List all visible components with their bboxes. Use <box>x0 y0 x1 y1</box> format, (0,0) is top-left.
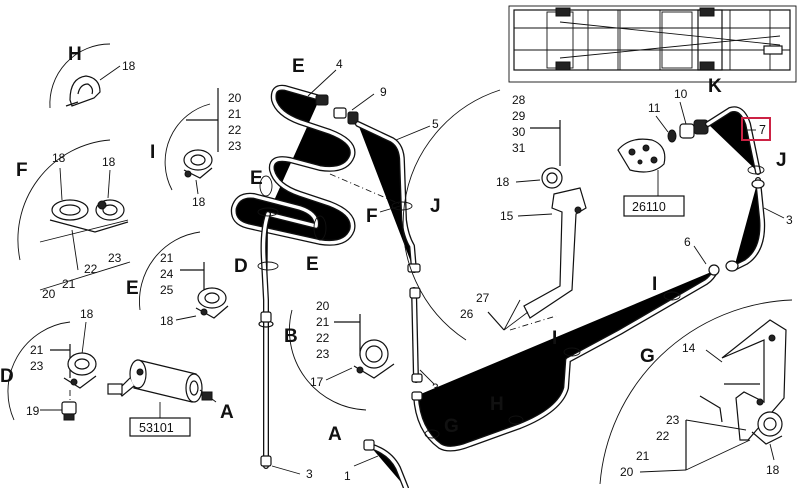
label-21-f: 21 <box>62 277 76 291</box>
letter-g-low: G <box>444 416 459 437</box>
label-18-h: 18 <box>122 59 136 73</box>
label-28: 28 <box>512 93 526 107</box>
label-6: 6 <box>684 235 691 249</box>
letter-i-left: I <box>150 142 155 163</box>
label-21-b: 21 <box>316 315 330 329</box>
letter-b-pipe: B <box>284 326 298 347</box>
label-17-b: 17 <box>310 375 324 389</box>
label-18-e: 18 <box>160 314 174 328</box>
label-25-e: 25 <box>160 283 174 297</box>
label-10: 10 <box>674 87 688 101</box>
label-18-g: 18 <box>766 463 780 477</box>
clamp-b-detail: 20 21 22 23 17 <box>288 299 395 411</box>
label-18-d: 18 <box>80 307 94 321</box>
label-1: 1 <box>344 469 351 483</box>
fuel-filter-53101: A 53101 <box>107 359 234 437</box>
pipe-3-g-h: 3 G H I I 6 <box>409 235 720 449</box>
label-31: 31 <box>512 141 526 155</box>
pipe-coil-e: E E D E 4 3 B <box>234 56 353 481</box>
label-19-d: 19 <box>26 404 40 418</box>
box-7: 7 <box>759 123 766 137</box>
letter-e-left: E <box>126 278 139 299</box>
label-29: 29 <box>512 109 526 123</box>
letter-d-pipe: D <box>234 256 248 277</box>
label-23-i: 23 <box>228 139 242 153</box>
label-23-d: 23 <box>30 359 44 373</box>
letter-i-low: I <box>552 328 557 349</box>
label-9: 9 <box>380 85 387 99</box>
label-22-g: 22 <box>656 429 670 443</box>
label-30: 30 <box>512 125 526 139</box>
label-5: 5 <box>432 117 439 131</box>
bracket-g-detail: G 14 18 23 22 21 20 <box>599 299 793 485</box>
label-3-a: 3 <box>306 467 313 481</box>
k-fittings-detail: K 11 10 7 J 3 26110 <box>617 76 793 272</box>
chassis-thumbnail <box>508 5 797 83</box>
label-20-g: 20 <box>620 465 634 479</box>
label-20-b: 20 <box>316 299 330 313</box>
letter-a-pipe: A <box>328 424 342 445</box>
label-22-f: 22 <box>84 262 98 276</box>
label-18-i: 18 <box>192 195 206 209</box>
label-20-i: 20 <box>228 91 242 105</box>
letter-e-pipe-mid: E <box>250 168 263 189</box>
pipe-1-a: A 1 <box>328 424 406 488</box>
letter-f-left: F <box>16 160 28 181</box>
label-15: 15 <box>500 209 514 223</box>
label-23-f: 23 <box>108 251 122 265</box>
bracket-j-detail: J 28 29 30 31 18 15 27 26 <box>402 89 587 341</box>
letter-k-top: K <box>708 76 722 97</box>
label-22-i: 22 <box>228 123 242 137</box>
clamp-d-detail: D 18 21 23 19 <box>0 307 97 421</box>
label-21-e: 21 <box>160 251 174 265</box>
label-24-e: 24 <box>160 267 174 281</box>
letter-a-part: A <box>220 402 234 423</box>
label-23-g: 23 <box>666 413 680 427</box>
letter-e-pipe-low: E <box>306 254 319 275</box>
label-21-d: 21 <box>30 343 44 357</box>
letter-j-mid: J <box>430 196 441 217</box>
box-53101: 53101 <box>139 421 174 435</box>
letter-e-pipe-top: E <box>292 56 305 77</box>
clamp-e-detail: E 21 24 25 18 <box>126 231 229 328</box>
label-23-b: 23 <box>316 347 330 361</box>
label-18-f-right: 18 <box>102 155 116 169</box>
letter-d-left: D <box>0 366 14 387</box>
letter-h-low: H <box>490 394 504 415</box>
label-18-f-left: 18 <box>52 151 66 165</box>
clamp-h-detail: H 18 <box>49 43 136 109</box>
label-3-r: 3 <box>786 213 793 227</box>
clamp-i-detail: I 20 21 22 23 18 <box>150 88 242 209</box>
label-20-f: 20 <box>42 287 56 301</box>
label-22-b: 22 <box>316 331 330 345</box>
box-26110: 26110 <box>632 200 666 214</box>
label-21-i: 21 <box>228 107 242 121</box>
label-11: 11 <box>648 101 661 115</box>
label-26: 26 <box>460 307 474 321</box>
letter-i-right: I <box>652 274 657 295</box>
letter-g-right: G <box>640 346 655 367</box>
pipe-5-and-fitting-9: 9 5 F <box>329 85 439 272</box>
label-18-j: 18 <box>496 175 510 189</box>
letter-j-right: J <box>776 150 787 171</box>
letter-h-top: H <box>68 44 82 65</box>
letter-f-pipe: F <box>366 206 378 227</box>
label-4: 4 <box>336 57 343 71</box>
label-21-g: 21 <box>636 449 650 463</box>
label-27: 27 <box>476 291 490 305</box>
clamp-f-detail: F 18 18 20 21 22 23 <box>16 139 131 301</box>
label-14: 14 <box>682 341 696 355</box>
